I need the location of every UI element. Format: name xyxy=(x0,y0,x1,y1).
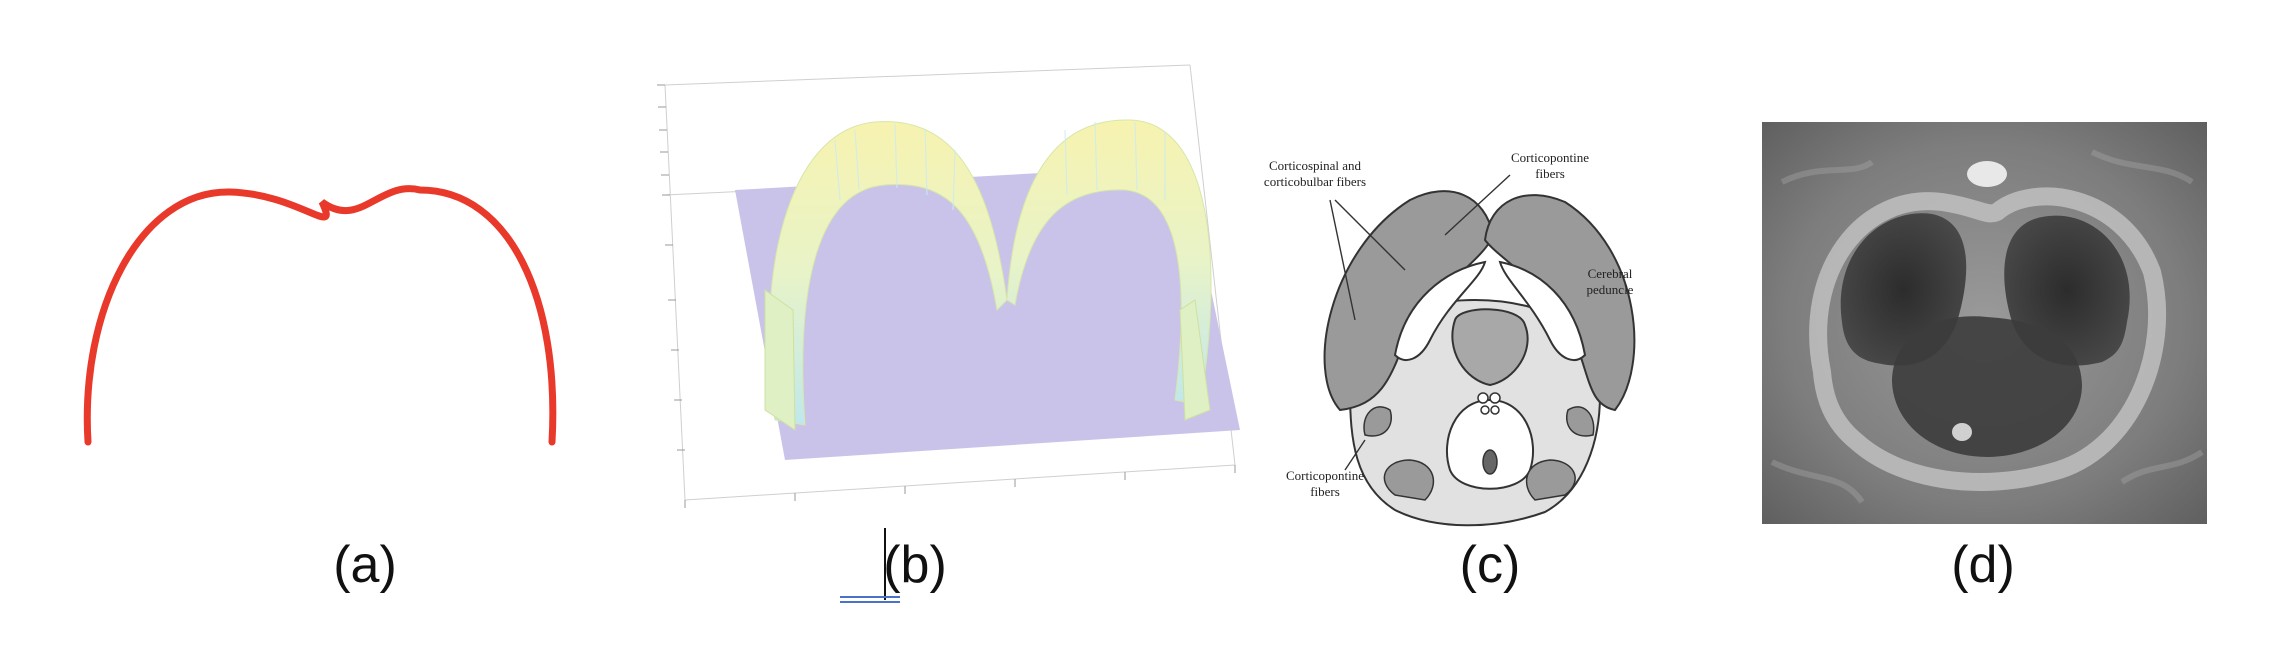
caption-a: (a) xyxy=(333,536,397,594)
base-plane xyxy=(735,165,1240,460)
tegmentum-center xyxy=(1451,308,1529,387)
caption-b: (b) xyxy=(883,536,947,594)
bottom-axis-ticks xyxy=(684,465,1236,508)
surface-hatching xyxy=(834,121,1166,211)
link-underline-mark xyxy=(840,596,900,603)
substantia-nigra-right xyxy=(1498,260,1587,361)
leader-lines xyxy=(1329,174,1511,471)
label-cerebral-2: peduncle xyxy=(1587,282,1634,297)
mri-bright-spot-top xyxy=(1967,161,2007,187)
label-corticospinal-2: corticobulbar fibers xyxy=(1264,174,1366,189)
left-axis-ticks xyxy=(657,84,685,451)
red-curve xyxy=(83,185,557,446)
cerebral-peduncle-left xyxy=(1323,190,1495,412)
oculomotor-nuclei xyxy=(1477,392,1501,415)
substantia-nigra-left xyxy=(1393,260,1487,361)
panel-d-mri-image xyxy=(1762,122,2207,524)
colliculus-left xyxy=(1383,459,1435,501)
mri-texture xyxy=(1770,149,2204,504)
panel-c-midbrain-diagram: Corticospinal and corticobulbar fibers C… xyxy=(1264,150,1636,527)
caption-d: (d) xyxy=(1951,536,2015,594)
surface-edge-right xyxy=(1179,299,1211,421)
label-corticopontine-top-2: fibers xyxy=(1535,166,1565,181)
mri-dark-lower-center xyxy=(1892,316,2082,457)
label-cerebral-1: Cerebral xyxy=(1588,266,1633,281)
label-corticopontine-bottom-2: fibers xyxy=(1310,484,1340,499)
medial-lemniscus-left xyxy=(1363,406,1392,437)
surface-edge-left xyxy=(764,289,796,431)
label-corticospinal-1: Corticospinal and xyxy=(1269,158,1362,173)
periaqueductal-gray xyxy=(1445,398,1535,490)
mri-bright-spot-bottom xyxy=(1952,423,1972,441)
cerebral-aqueduct xyxy=(1482,449,1498,475)
text-cursor xyxy=(884,528,886,600)
caption-c: (c) xyxy=(1459,536,1521,594)
panel-a-curve-plot xyxy=(83,185,557,446)
mri-bright-ring xyxy=(1809,187,2167,491)
label-corticopontine-bottom-1: Corticopontine xyxy=(1286,468,1364,483)
panel-b-3d-surface xyxy=(657,64,1240,508)
medial-lemniscus-right xyxy=(1566,406,1595,437)
label-corticopontine-top-1: Corticopontine xyxy=(1511,150,1589,165)
colliculus-right xyxy=(1525,459,1576,501)
